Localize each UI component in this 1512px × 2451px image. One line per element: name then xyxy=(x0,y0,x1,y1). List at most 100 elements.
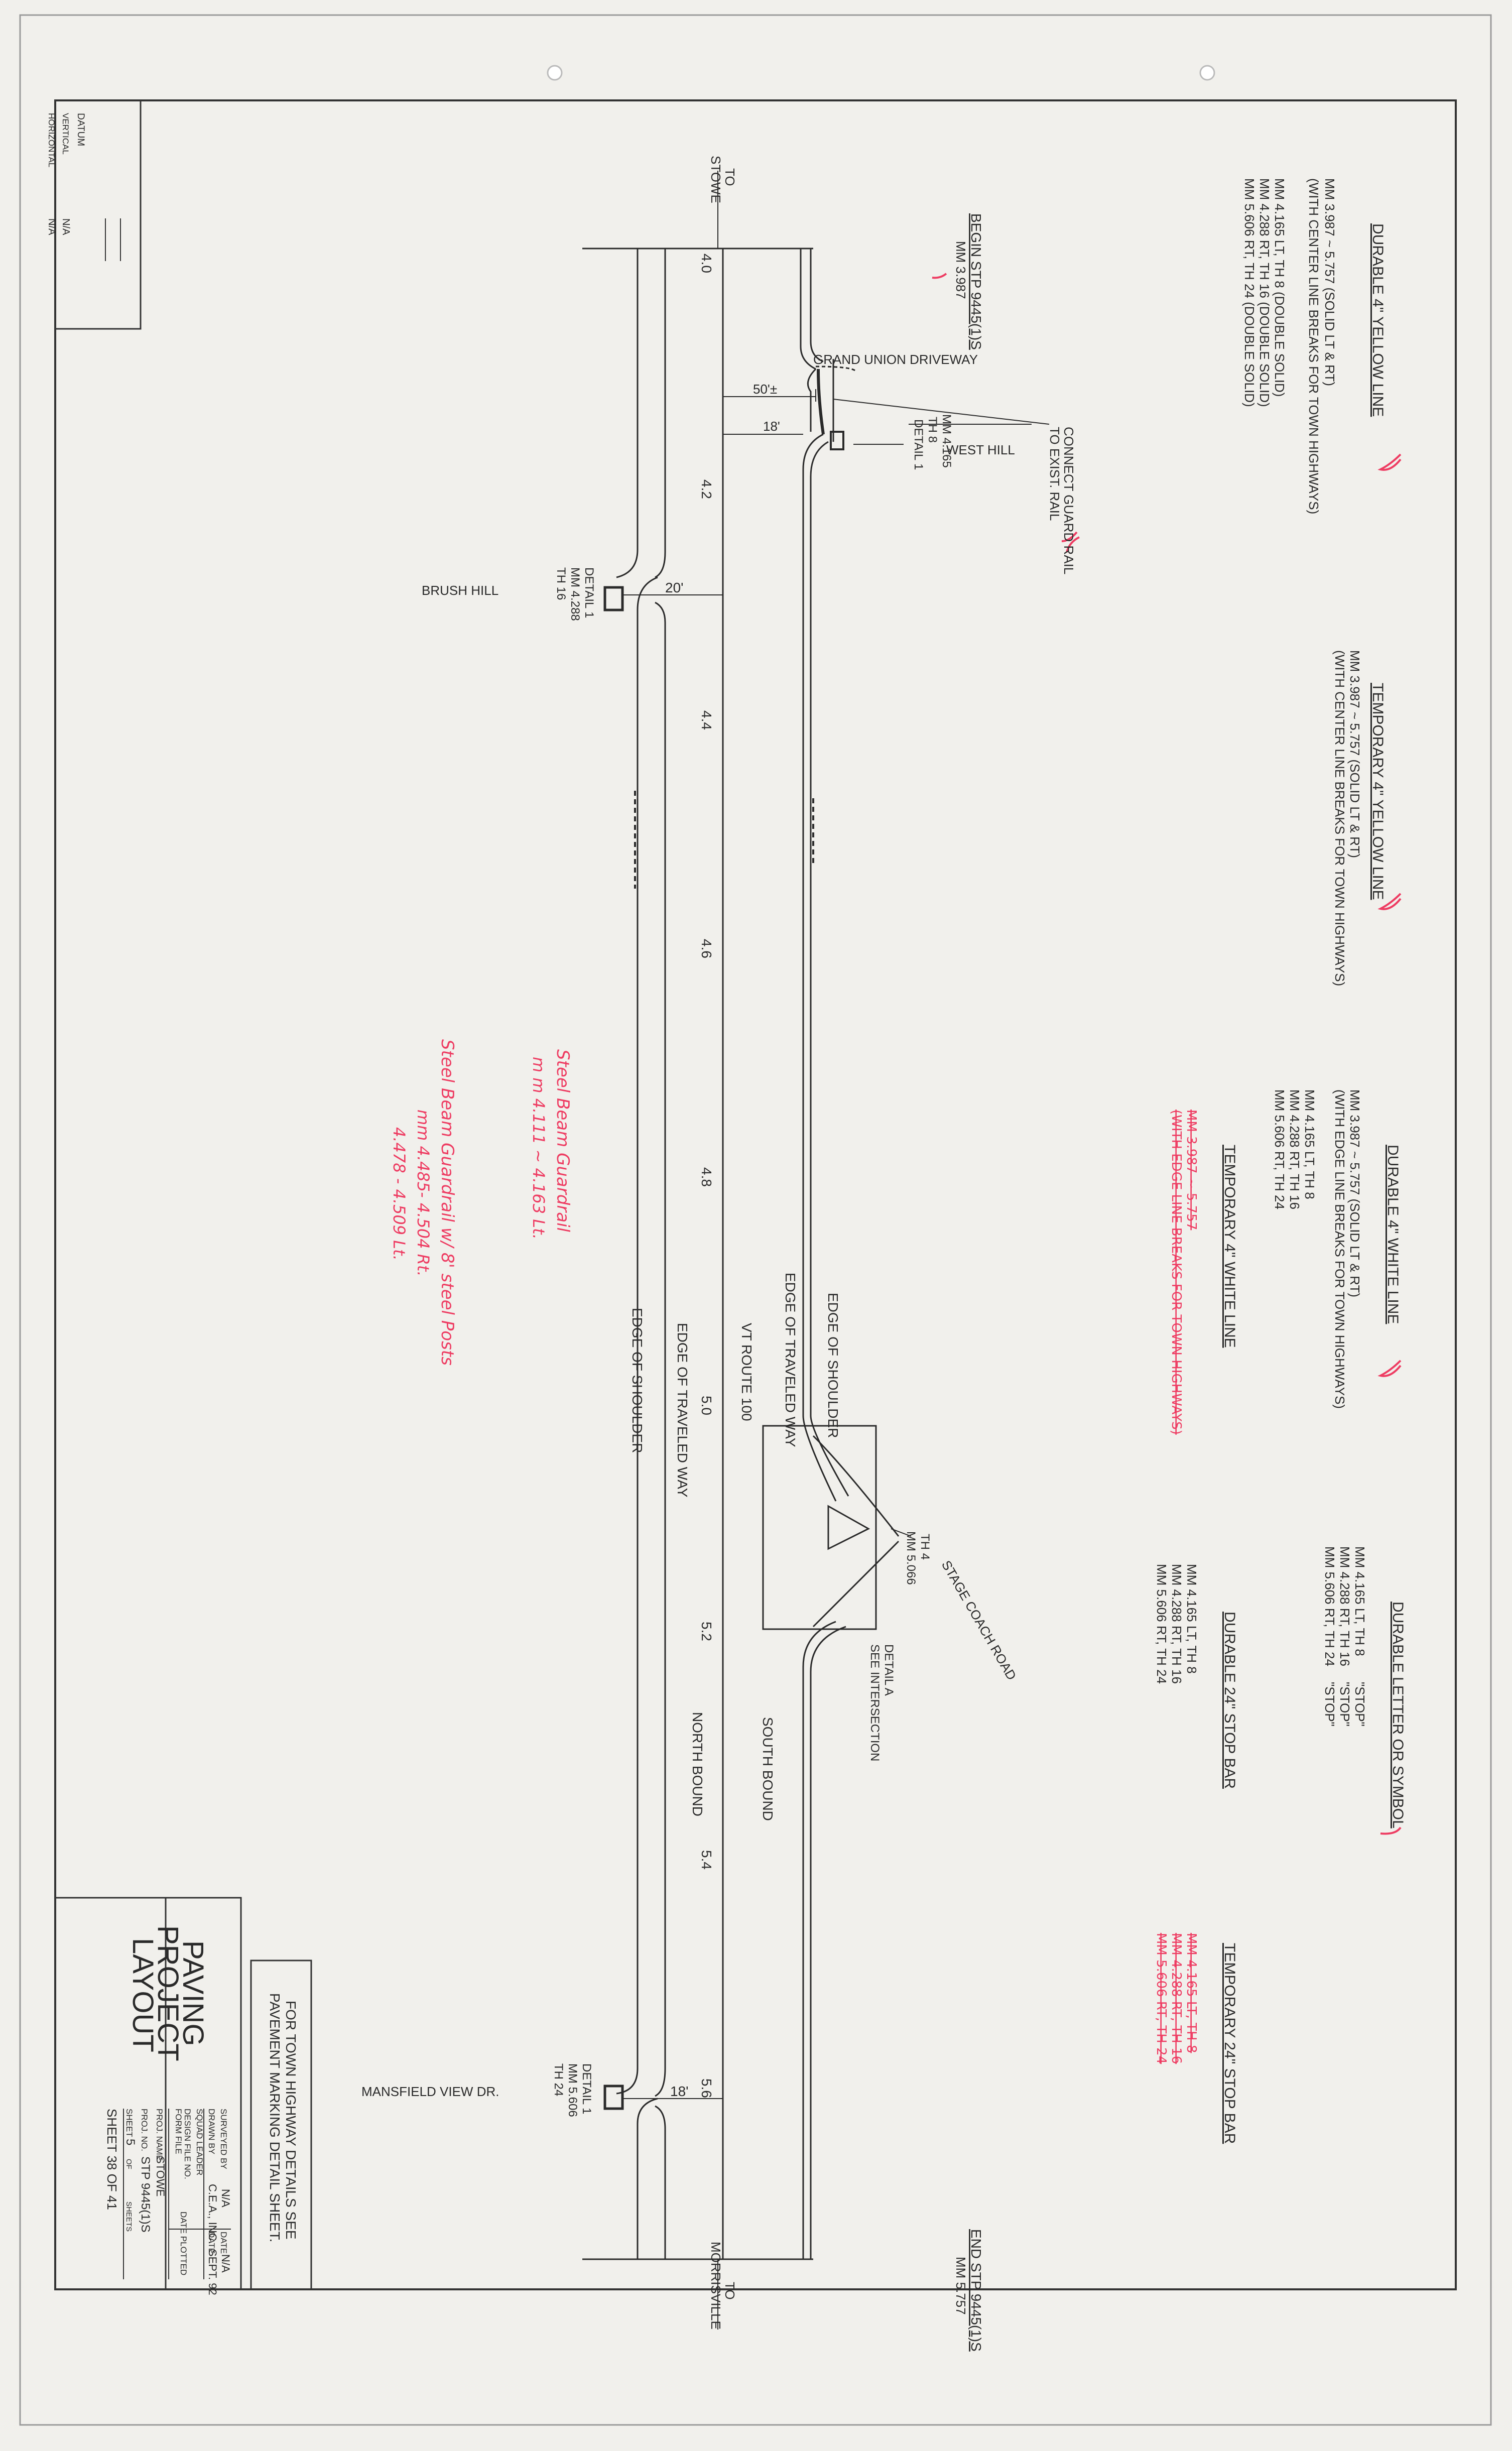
end-mm-label: MM 5.757 xyxy=(953,2257,968,2315)
legend-line: MM 4.288 RT, TH 16 xyxy=(1169,1564,1184,1684)
edge-of-shoulder-nb: EDGE OF SHOULDER xyxy=(629,1308,645,1453)
see-intersection-label: DETAIL A xyxy=(882,1644,896,1696)
legend-line: (WITH CENTER LINE BREAKS FOR TOWN HIGHWA… xyxy=(1306,178,1321,514)
tb-date-label: DATE xyxy=(207,2232,216,2254)
station-label: 4.4 xyxy=(699,710,714,730)
legend-line: (WITH CENTER LINE BREAKS FOR TOWN HIGHWA… xyxy=(1332,650,1347,986)
th24-label: TH 24 xyxy=(552,2063,565,2096)
legend-durable-white: DURABLE 4" WHITE LINE MM 3.987 ~ 5.757 (… xyxy=(1272,1089,1401,1409)
legend-durable-yellow: DURABLE 4" YELLOW LINE MM 3.987 ~ 5.757 … xyxy=(1242,178,1386,514)
th4-mm-label: MM 5.066 xyxy=(904,1531,918,1585)
legend-line: MM 5.606 RT, TH 24 (DOUBLE SOLID) xyxy=(1242,178,1257,407)
legend-temporary-yellow: TEMPORARY 4" YELLOW LINE MM 3.987 ~ 5.75… xyxy=(1332,650,1386,986)
tb-date1: N/A xyxy=(219,2254,232,2273)
edge-of-traveled-way-nb: EDGE OF TRAVELED WAY xyxy=(675,1323,690,1498)
note-line: PAVEMENT MARKING DETAIL SHEET. xyxy=(267,1993,283,2242)
legend-durable-stop: DURABLE 24" STOP BAR MM 4.165 LT, TH 8 M… xyxy=(1154,1564,1238,1789)
legend-symbol: "STOP" xyxy=(1352,1682,1367,1727)
legend-line: MM 4.288 RT, TH 16 xyxy=(1287,1089,1302,1209)
legend-title: DURABLE 24" STOP BAR xyxy=(1221,1612,1238,1789)
handwritten-note: Steel Beam Guardrail xyxy=(553,1049,573,1233)
paper-edge xyxy=(19,14,1492,2426)
begin-stp-label: BEGIN STP 9445(1)S xyxy=(968,213,984,350)
handwritten-note: m m 4.111 ~ 4.163 Lt. xyxy=(529,1057,548,1240)
station-label: 5.4 xyxy=(699,1850,714,1870)
station-label: 4.8 xyxy=(699,1167,714,1187)
legend-line: MM 4.165 LT, TH 8 xyxy=(1352,1546,1367,1656)
see-intersection-label: SEE INTERSECTION xyxy=(868,1644,881,1761)
tb-design: DESIGN FILE NO. xyxy=(183,2109,192,2179)
legend-line: (WITH EDGE LINE BREAKS FOR TOWN HIGHWAYS… xyxy=(1332,1089,1347,1409)
legend-durable-letter: DURABLE LETTER OR SYMBOL MM 4.165 LT, TH… xyxy=(1322,1546,1406,1828)
legend-line: MM 4.165 LT, TH 8 xyxy=(1184,1564,1199,1674)
route-label: VT ROUTE 100 xyxy=(739,1323,754,1421)
th16-detail-label: DETAIL 1 xyxy=(582,567,596,618)
tb-proj-name: STOWE xyxy=(154,2156,167,2196)
legend-line-struck: MM 4.288 RT, TH 16 xyxy=(1169,1933,1184,2064)
tb-date-label: DATE xyxy=(219,2232,228,2254)
dim-50: 50'± xyxy=(753,382,777,397)
legend-title: TEMPORARY 4" WHITE LINE xyxy=(1221,1145,1238,1348)
tb-sheet-label: SHEET xyxy=(124,2109,134,2137)
datum-box: DATUM VERTICAL HORIZONTAL N/A N/A xyxy=(46,99,142,330)
north-bound-label: NORTH BOUND xyxy=(690,1712,705,1816)
legend-line: MM 3.987 ~ 5.757 (SOLID LT & RT) xyxy=(1347,1089,1362,1297)
th4-label: TH 4 xyxy=(918,1534,932,1560)
check-marks xyxy=(932,273,1402,1835)
tb-date-plotted: DATE PLOTTED xyxy=(179,2212,188,2275)
tb-of-label: OF xyxy=(124,2159,133,2169)
connect-guard-label: TO EXIST. RAIL xyxy=(1047,427,1062,521)
to-morrisville-label: MORRISVILLE xyxy=(708,2242,723,2330)
datum-horizontal-label: HORIZONTAL xyxy=(47,113,56,167)
tb-date2: SEPT. 92 xyxy=(206,2249,219,2295)
station-label: 5.2 xyxy=(699,1622,714,1641)
legend-temporary-stop: TEMPORARY 24" STOP BAR MM 4.165 LT, TH 8… xyxy=(1154,1933,1238,2144)
dimensions xyxy=(622,389,816,2099)
th24-detail-label: DETAIL 1 xyxy=(580,2063,593,2114)
tb-proj-no-label: PROJ. NO. xyxy=(140,2109,149,2151)
station-label: 4.2 xyxy=(699,479,714,499)
th8-detail-label: DETAIL 1 xyxy=(912,419,925,470)
datum-vertical-label: VERTICAL xyxy=(61,113,70,155)
title-block: PAVING PROJECT LAYOUT SURVEYED BY DRAWN … xyxy=(54,1897,242,2295)
to-label: TO xyxy=(722,2282,737,2300)
legend-line-struck: MM 4.165 LT, TH 8 xyxy=(1184,1933,1199,2053)
west-hill-label: WEST HILL xyxy=(946,442,1015,457)
legend-line: MM 4.165 LT, TH 8 (DOUBLE SOLID) xyxy=(1272,178,1287,397)
station-label: 5.6 xyxy=(699,2078,714,2098)
datum-vertical-value: N/A xyxy=(60,218,71,235)
handwritten-note: 4.478 - 4.509 Lt. xyxy=(390,1127,409,1261)
handwritten-note: mm 4.485- 4.504 Rt. xyxy=(414,1110,433,1277)
legend-line-struck: MM 3.987 ~ 5.757 xyxy=(1184,1110,1199,1230)
title-line: PROJECT xyxy=(152,1925,184,2061)
title-line: PAVING xyxy=(177,1940,209,2046)
brush-hill-label: BRUSH HILL xyxy=(422,583,498,598)
legend-line: MM 3.987 ~ 5.757 (SOLID LT & RT) xyxy=(1322,178,1337,386)
th8-mm-label: MM 4.165 xyxy=(940,414,953,468)
legend-line-struck: (WITH EDGE LINE BREAKS FOR TOWN HIGHWAYS… xyxy=(1169,1110,1184,1435)
legend-symbol: "STOP" xyxy=(1322,1682,1337,1727)
town-highway-note: FOR TOWN HIGHWAY DETAILS SEE PAVEMENT MA… xyxy=(250,1959,312,2290)
th24-mm-label: MM 5.606 xyxy=(566,2063,579,2117)
legend-title: DURABLE LETTER OR SYMBOL xyxy=(1390,1602,1406,1828)
legend-symbol: "STOP" xyxy=(1337,1682,1352,1727)
punch-hole xyxy=(547,65,563,81)
title-line: LAYOUT xyxy=(127,1938,159,2052)
road-linework xyxy=(582,248,1050,2260)
legend-line: MM 5.606 RT, TH 24 xyxy=(1154,1564,1169,1684)
legend-title: DURABLE 4" WHITE LINE xyxy=(1384,1145,1401,1324)
note-line: FOR TOWN HIGHWAY DETAILS SEE xyxy=(283,2001,299,2240)
grand-union-label: GRAND UNION DRIVEWAY xyxy=(813,352,978,367)
to-label: TO xyxy=(722,168,737,186)
connect-guard-label: CONNECT GUARD RAIL xyxy=(1061,427,1076,574)
tb-drawn: DRAWN BY xyxy=(207,2109,216,2154)
south-bound-label: SOUTH BOUND xyxy=(760,1717,776,1821)
tb-sheets-label: SHEETS xyxy=(124,2201,133,2232)
legend-temporary-white: TEMPORARY 4" WHITE LINE MM 3.987 ~ 5.757… xyxy=(1169,1110,1238,1435)
legend-line: MM 5.606 RT, TH 24 xyxy=(1272,1089,1287,1209)
tb-proj-name-label: PROJ. NAME xyxy=(155,2109,164,2161)
datum-horizontal-value: N/A xyxy=(46,218,57,235)
legend-title: DURABLE 4" YELLOW LINE xyxy=(1369,223,1386,417)
